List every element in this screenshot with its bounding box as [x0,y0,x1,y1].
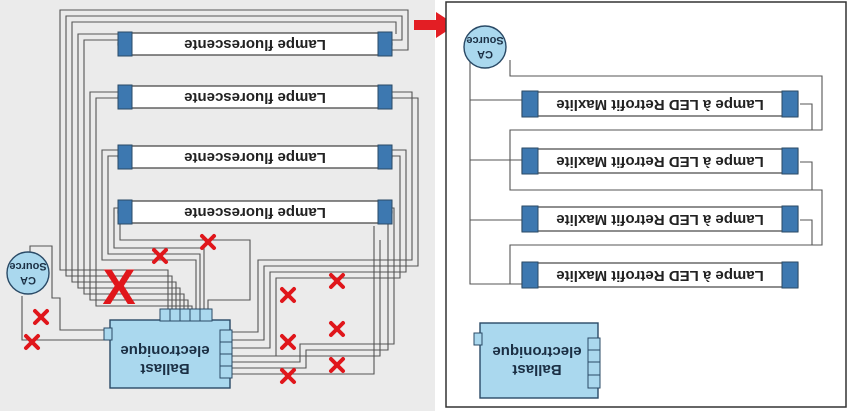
lamp-label: Lampe à LED Retrofit Maxlite [556,267,764,284]
ballast-label-line2: electronique [492,343,581,360]
led-lamp-2: Lampe à LED Retrofit Maxlite [521,147,799,175]
before-ac-source: CA Source [6,251,50,295]
source-label-line2: Source [466,34,503,46]
fluorescent-lamp-3: Lampe fluorescente [117,144,393,170]
cut-mark-large: X [102,259,135,315]
led-lamp-4: Lampe à LED Retrofit Maxlite [521,261,799,289]
ballast-label-line2: electronique [120,342,209,359]
lamp-label: Lampe fluorescente [184,204,326,221]
before-ballast: Ballast electronique [103,308,233,389]
lamp-label: Lampe fluorescente [184,36,326,53]
after-ballast: Ballast electronique [473,322,601,399]
ballast-label-line1: Ballast [512,361,561,378]
after-wiring [469,60,823,285]
fluorescent-lamp-4: Lampe fluorescente [117,199,393,225]
cut-marks: X [24,234,345,384]
led-lamp-3: Lampe à LED Retrofit Maxlite [521,205,799,233]
lamp-label: Lampe fluorescente [184,89,326,106]
ballast-label-line1: Ballast [140,360,189,377]
after-ac-source: CA Source [463,25,507,69]
fluorescent-lamp-1: Lampe fluorescente [117,31,393,57]
lamp-label: Lampe à LED Retrofit Maxlite [556,211,764,228]
led-lamp-1: Lampe à LED Retrofit Maxlite [521,90,799,118]
lamp-label: Lampe fluorescente [184,149,326,166]
lamp-label: Lampe à LED Retrofit Maxlite [556,96,764,113]
lamp-label: Lampe à LED Retrofit Maxlite [556,153,764,170]
source-label-line1: CA [477,48,493,60]
source-label-line2: Source [9,260,46,272]
fluorescent-lamp-2: Lampe fluorescente [117,84,393,110]
source-label-line1: CA [20,274,36,286]
